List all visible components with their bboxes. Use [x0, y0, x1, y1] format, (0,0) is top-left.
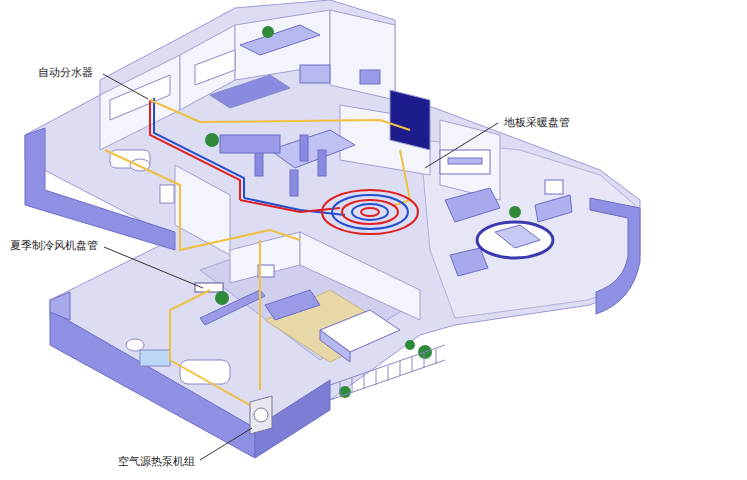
plants: [205, 26, 521, 398]
floor-heating-coil-part: [342, 200, 398, 224]
furniture-part: [200, 290, 265, 325]
furniture-part: [240, 25, 320, 55]
furniture-part: [290, 170, 298, 196]
furniture-part: [300, 135, 308, 161]
pipes-part: [240, 200, 340, 212]
heat-pump-unit-part: [250, 396, 272, 434]
pipes-part: [259, 240, 261, 390]
bathrooms-part: [160, 185, 174, 203]
furniture-part: [220, 135, 280, 153]
heat-pump-unit: [250, 396, 272, 434]
furniture-part: [320, 330, 350, 362]
plants-part: [262, 26, 274, 38]
leader-lines-part: [104, 247, 203, 288]
interior-walls: [100, 10, 500, 320]
callout-label: 夏季制冷风机盘管: [8, 239, 100, 253]
floor-heating-coil-part: [361, 208, 379, 216]
callout-label: 地板采暖盘管: [502, 116, 572, 130]
interior-walls-part: [300, 232, 420, 320]
floor-heating-coil-part: [332, 195, 408, 229]
pipes-part: [170, 290, 262, 412]
interior-walls-part: [330, 10, 395, 100]
pipes-part: [105, 150, 300, 250]
outer-walls: [25, 128, 640, 458]
kitchen-part: [110, 75, 170, 120]
furniture-part: [255, 150, 263, 176]
plants-part: [205, 133, 219, 147]
pipes-part: [150, 100, 410, 130]
furniture-part: [445, 188, 500, 222]
floor-heating-coil-part: [322, 190, 418, 234]
plants-part: [509, 206, 521, 218]
leader-lines-part: [425, 123, 498, 168]
plants-part: [405, 340, 415, 350]
pipes-part: [154, 98, 244, 198]
callout-label: 自动分水器: [36, 66, 95, 80]
outer-walls-part: [50, 310, 255, 458]
furniture: [200, 25, 572, 362]
outer-walls-part: [50, 292, 70, 320]
leader-lines: [103, 74, 498, 460]
pipes: [105, 98, 410, 412]
bathrooms-part: [126, 339, 144, 351]
furniture-part: [450, 248, 488, 276]
callout-label: 空气源热泵机组: [116, 455, 197, 469]
furniture-part: [318, 150, 326, 176]
kitchen-part: [210, 75, 290, 108]
interior-walls-part: [230, 232, 300, 283]
furniture-part: [535, 195, 572, 222]
interior-walls-part: [440, 120, 500, 200]
interior-walls-part: [100, 55, 180, 150]
floor-heating-coil: [322, 190, 418, 234]
furniture-part: [300, 65, 330, 83]
leader-lines-part: [200, 428, 252, 460]
furniture-part: [477, 222, 553, 258]
heat-pump-unit-part: [254, 408, 268, 422]
furniture-part: [545, 180, 563, 194]
kitchen: [110, 50, 290, 120]
outer-walls-part: [590, 198, 640, 314]
balcony-railing: [330, 345, 445, 400]
furniture-part: [495, 225, 540, 248]
plants-part: [215, 291, 229, 305]
kitchen-part: [195, 50, 235, 85]
furniture-part: [270, 130, 355, 168]
furniture-part: [448, 158, 482, 164]
interior-walls-part: [390, 90, 430, 150]
outer-walls-part: [255, 380, 330, 458]
outer-walls-part: [25, 128, 175, 250]
floor-heating-coil-part: [352, 204, 388, 220]
leader-lines-part: [103, 74, 148, 99]
pipes-part: [150, 100, 240, 200]
furniture-part: [265, 290, 320, 320]
bathrooms-part: [140, 350, 170, 366]
balcony-railing-part: [340, 349, 436, 397]
furniture-part: [360, 70, 380, 84]
